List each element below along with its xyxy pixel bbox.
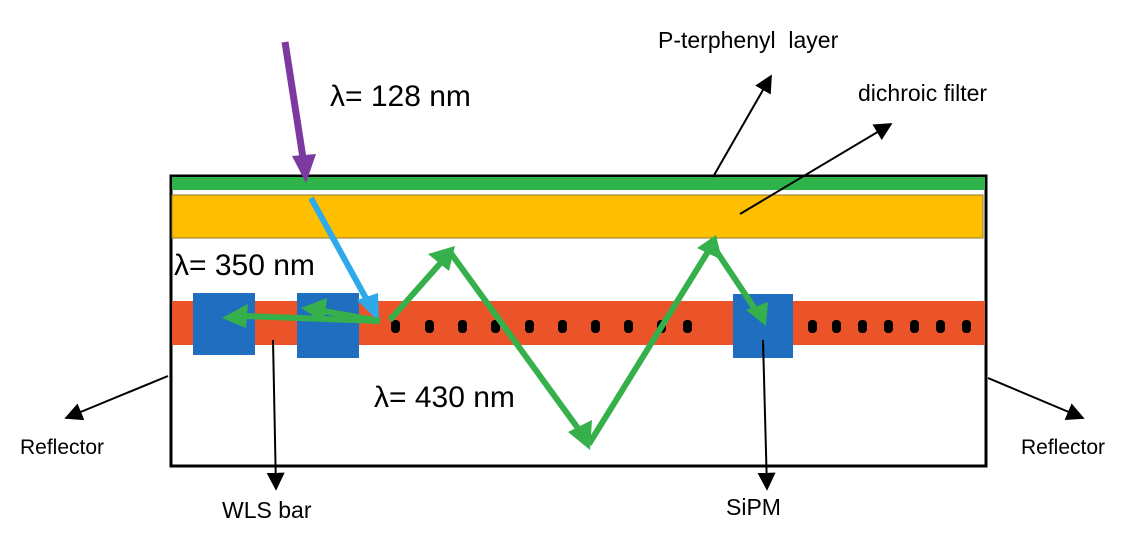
reflector-left-label: Reflector bbox=[20, 436, 104, 459]
dichroic-filter-label: dichroic filter bbox=[858, 80, 987, 106]
terphenyl-layer-label: P-terphenyl layer bbox=[658, 27, 839, 53]
reflector-right-leader-line bbox=[987, 377, 1085, 421]
lambda-350-label: λ= 350 nm bbox=[174, 249, 315, 282]
sipm-2 bbox=[297, 293, 359, 358]
dichroic-leader-line bbox=[739, 123, 893, 215]
lambda-128-label: λ= 128 nm bbox=[330, 80, 471, 113]
sipm-label: SiPM bbox=[726, 494, 781, 520]
terphenyl-leader-line bbox=[712, 74, 772, 178]
terphenyl-layer bbox=[172, 177, 985, 190]
dichroic-filter bbox=[171, 194, 984, 239]
reflector-left-leader-line bbox=[64, 375, 169, 421]
reflector-right-label: Reflector bbox=[1021, 436, 1105, 459]
incident-photon-arrow bbox=[281, 41, 316, 183]
lambda-430-label: λ= 430 nm bbox=[374, 381, 515, 414]
photon-350-arrow bbox=[308, 196, 379, 322]
photon-430-paths bbox=[244, 244, 760, 446]
photon-430-arrowheads bbox=[222, 235, 768, 450]
sipm-leader-line bbox=[757, 339, 776, 491]
wls-bar-leader-line bbox=[266, 339, 285, 491]
wls-bar-holes bbox=[391, 320, 971, 333]
wls-bar-label: WLS bar bbox=[222, 497, 312, 523]
